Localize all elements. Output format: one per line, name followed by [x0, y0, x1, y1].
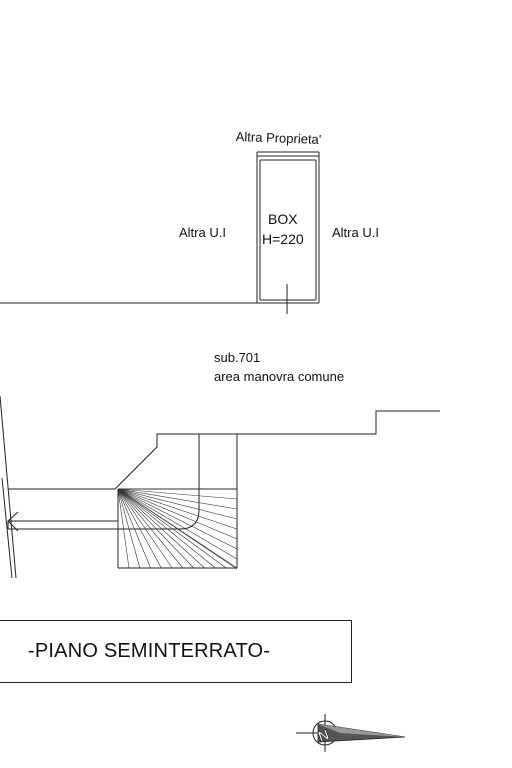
north-arrow-icon: N: [296, 714, 406, 752]
fan-line: [117, 488, 173, 569]
fan-line: [117, 488, 195, 569]
label-box: BOX: [268, 211, 298, 227]
label-box-height: H=220: [262, 231, 304, 247]
box-garage: [256, 151, 320, 303]
fan-line: [117, 488, 238, 560]
label-altra-ui-left: Altra U.I: [179, 225, 226, 240]
fan-line: [117, 488, 238, 530]
fan-line: [117, 488, 184, 569]
label-altra-ui-right: Altra U.I: [332, 225, 379, 240]
drawing-title: -PIANO SEMINTERRATO-: [28, 640, 271, 662]
fan-line: [117, 488, 238, 569]
fan-line: [117, 488, 227, 569]
fan-line: [117, 488, 205, 569]
fan-line: [117, 488, 216, 569]
fan-line: [117, 488, 162, 569]
fan-line: [117, 488, 238, 520]
ramp-structure: [7, 434, 238, 569]
fan-line: [117, 488, 130, 569]
manoeuvre-area-outline: [0, 395, 440, 579]
title-block: -PIANO SEMINTERRATO-: [0, 620, 352, 683]
fan-line: [117, 488, 141, 569]
fan-line: [117, 488, 238, 510]
stair-fan-lines: [117, 488, 238, 570]
fan-line: [117, 488, 238, 540]
fan-line: [117, 488, 238, 550]
label-area: area manovra comune: [214, 369, 345, 384]
fan-line: [117, 488, 151, 569]
label-sub: sub.701: [214, 350, 261, 365]
label-altra-proprieta: Altra Proprieta': [235, 129, 322, 147]
fan-line: [117, 488, 238, 500]
